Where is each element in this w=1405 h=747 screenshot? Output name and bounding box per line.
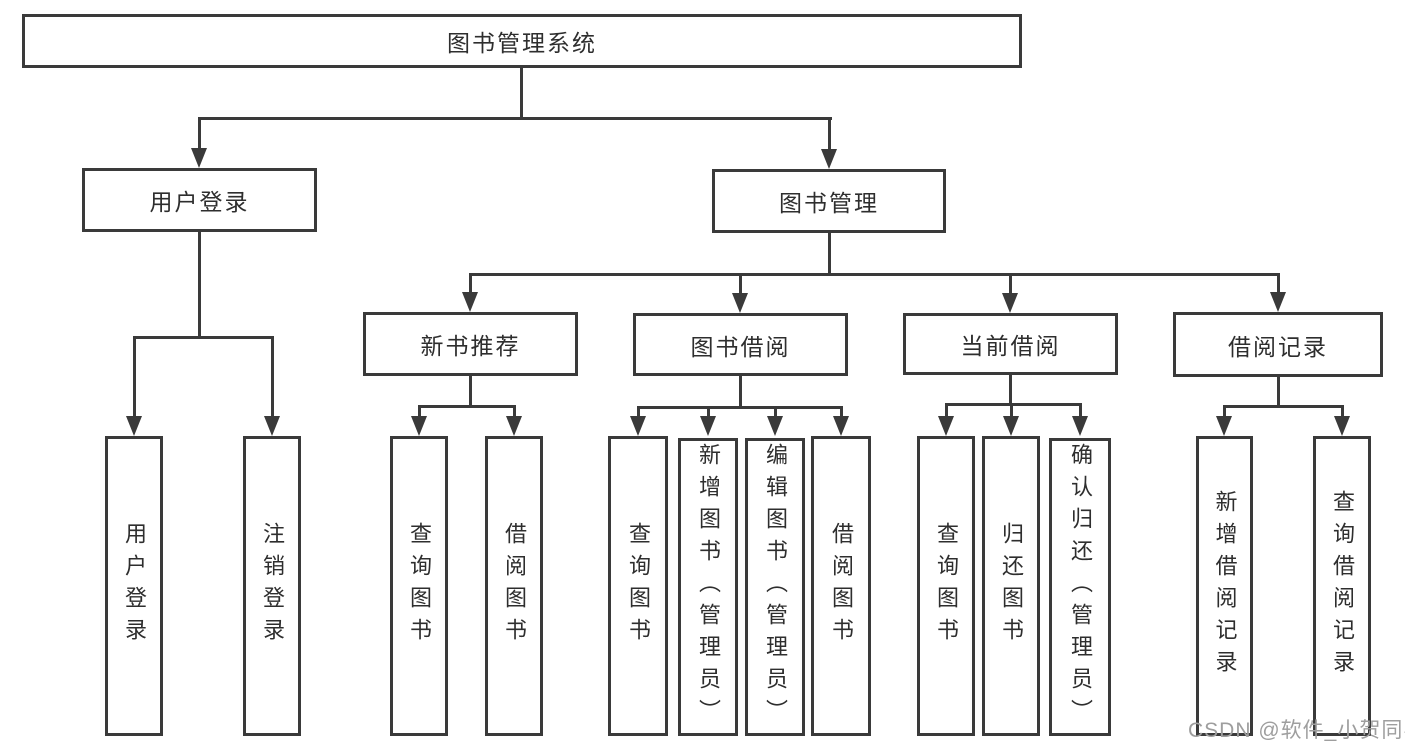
leaf-query-borrow-record: 查询借阅记录 <box>1313 436 1371 736</box>
leaf-label: 借阅图书 <box>829 522 854 650</box>
connector-book-management-stem <box>828 233 831 275</box>
node-book-borrowing: 图书借阅 <box>633 313 848 376</box>
leaf-label: 查询图书 <box>934 522 959 650</box>
leaf-label: 新增借阅记录 <box>1212 490 1238 682</box>
leaf-label: 注销登录 <box>260 522 285 650</box>
connector-borrowing-records-hline <box>1224 405 1343 408</box>
node-label: 借阅记录 <box>1228 333 1328 360</box>
leaf-query-books-current: 查询图书 <box>917 436 975 736</box>
arrow-down-icon <box>191 148 207 168</box>
leaf-label: 用户登录 <box>122 522 147 650</box>
connector-leaf-line <box>637 406 640 418</box>
connector-leaf-line <box>707 406 710 418</box>
leaf-add-books-admin: 新增图书（管理员） <box>678 438 738 736</box>
leaf-user-login: 用户登录 <box>105 436 163 736</box>
node-label: 图书管理系统 <box>447 30 597 56</box>
arrow-down-icon <box>1003 416 1019 436</box>
csdn-watermark: CSDN @软件_小贺同学 <box>1188 719 1405 742</box>
leaf-label: 确认归还（管理员） <box>1068 443 1093 731</box>
leaf-borrow-books-recommend: 借阅图书 <box>485 436 543 736</box>
connector-leaf-line <box>1010 403 1013 418</box>
node-borrowing-records: 借阅记录 <box>1173 312 1383 377</box>
connector-to-book-management <box>828 117 831 151</box>
leaf-confirm-return-admin: 确认归还（管理员） <box>1049 438 1111 736</box>
connector-leaf-line <box>945 403 948 418</box>
node-label: 当前借阅 <box>960 333 1061 359</box>
connector-root-stem <box>520 68 523 117</box>
connector-to-book-borrowing <box>739 273 742 296</box>
leaf-label: 借阅图书 <box>502 522 527 650</box>
leaf-borrow-books-borrowing: 借阅图书 <box>811 436 871 736</box>
arrow-down-icon <box>1216 416 1232 436</box>
connector-user-login-hline <box>133 336 274 339</box>
arrow-down-icon <box>264 416 280 436</box>
leaf-label: 查询借阅记录 <box>1330 490 1355 682</box>
arrow-down-icon <box>833 416 849 436</box>
node-label: 用户登录 <box>149 189 250 215</box>
arrow-down-icon <box>938 416 954 436</box>
leaf-label: 新增图书（管理员） <box>696 443 721 731</box>
connector-user-login-stem <box>198 232 201 336</box>
node-library-management-system: 图书管理系统 <box>22 14 1022 68</box>
connector-leaf-line <box>1079 403 1082 418</box>
node-label: 图书借阅 <box>690 333 791 360</box>
leaf-label: 归还图书 <box>999 522 1024 650</box>
node-current-borrowing: 当前借阅 <box>903 313 1118 375</box>
leaf-label: 编辑图书（管理员） <box>763 443 788 731</box>
node-label: 图书管理 <box>779 190 879 216</box>
connector-root-hline <box>198 117 832 120</box>
connector-to-borrowing-records <box>1277 273 1280 295</box>
connector-to-new-book-recommendation <box>469 273 472 295</box>
leaf-query-books-borrowing: 查询图书 <box>608 436 668 736</box>
connector-borrowing-records-stem <box>1277 377 1280 408</box>
arrow-down-icon <box>821 149 837 169</box>
connector-leaf-line <box>840 406 843 418</box>
arrow-down-icon <box>1002 293 1018 313</box>
connector-leaf-line <box>774 406 777 418</box>
connector-new-book-stem <box>469 376 472 407</box>
node-book-management: 图书管理 <box>712 169 946 233</box>
leaf-add-borrow-record: 新增借阅记录 <box>1196 436 1253 736</box>
connector-to-current-borrowing <box>1009 273 1012 296</box>
arrow-down-icon <box>126 416 142 436</box>
arrow-down-icon <box>506 416 522 436</box>
arrow-down-icon <box>732 293 748 313</box>
connector-leaf-line <box>1223 405 1226 418</box>
connector-book-borrowing-stem <box>739 376 742 408</box>
leaf-logout: 注销登录 <box>243 436 301 736</box>
connector-leaf-line <box>418 405 421 418</box>
arrow-down-icon <box>767 416 783 436</box>
arrow-down-icon <box>462 292 478 312</box>
arrow-down-icon <box>1270 292 1286 312</box>
connector-leaf-line <box>1341 405 1344 418</box>
leaf-return-books: 归还图书 <box>982 436 1040 736</box>
connector-current-borrowing-stem <box>1009 375 1012 406</box>
connector-current-borrowing-hline <box>945 403 1081 406</box>
arrow-down-icon <box>630 416 646 436</box>
node-user-login: 用户登录 <box>82 168 317 232</box>
arrow-down-icon <box>411 416 427 436</box>
connector-leaf-line <box>513 405 516 418</box>
leaf-edit-books-admin: 编辑图书（管理员） <box>745 438 805 736</box>
arrow-down-icon <box>1334 416 1350 436</box>
leaf-label: 查询图书 <box>407 522 432 650</box>
connector-to-user-login <box>198 117 201 150</box>
node-label: 新书推荐 <box>420 333 521 359</box>
arrow-down-icon <box>1072 416 1088 436</box>
connector-book-management-hline <box>469 273 1280 276</box>
connector-new-book-hline <box>418 405 516 408</box>
leaf-query-books-recommend: 查询图书 <box>390 436 448 736</box>
connector-to-leaf-logout <box>271 336 274 418</box>
connector-to-leaf-user-login <box>133 336 136 418</box>
arrow-down-icon <box>700 416 716 436</box>
connector-book-borrowing-hline <box>637 406 842 409</box>
node-new-book-recommendation: 新书推荐 <box>363 312 578 376</box>
leaf-label: 查询图书 <box>626 522 651 650</box>
